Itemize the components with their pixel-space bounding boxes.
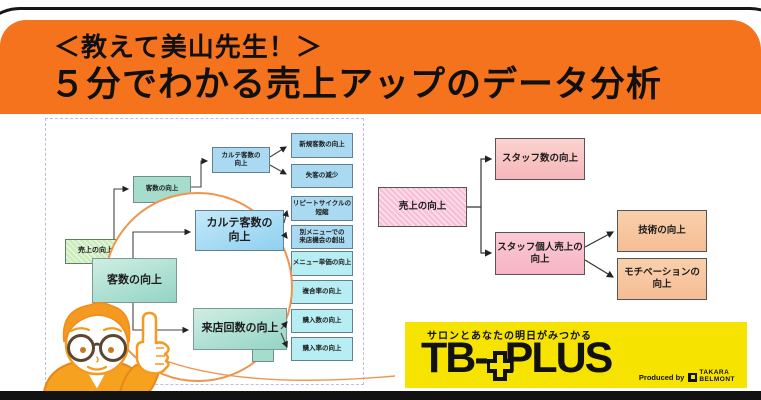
leaf-new-customers: 新規客数の向上 [291, 133, 353, 158]
node-karte-zoom: カルテ客数の 向上 [195, 210, 284, 251]
node-sales-root-right: 売上の向上 [378, 187, 467, 227]
leaf-menu-price: メニュー単価の向上 [291, 251, 353, 276]
logo-brand-left: TB- [421, 334, 489, 382]
logo-brand-right: PLUS [504, 334, 614, 382]
node-staff-count: スタッフ数の向上 [495, 138, 585, 180]
teacher-character-illustration [42, 302, 396, 393]
card-border [0, 7, 761, 400]
node-karte-small: カルテ客数の 向上 [212, 147, 270, 173]
logo-tagline: サロンとあなたの明日がみつかる [427, 331, 592, 342]
leaf-purchase-count: 購入数の向上 [291, 309, 353, 333]
takara-belmont-logo: TAKARA BELMONT [688, 369, 735, 384]
node-motivation: モチベーションの 向上 [617, 258, 707, 300]
produced-by-label: Produced by [638, 372, 685, 382]
maker-line2: BELMONT [699, 376, 735, 384]
logo-brand: TB- PLUS [421, 334, 614, 383]
teacher-character [40, 298, 400, 397]
node-staff-individual-sales: スタッフ個人売上の 向上 [495, 232, 585, 275]
leaf-purchase-rate: 購入率の向上 [291, 337, 353, 361]
diagram-canvas [45, 118, 364, 385]
header-title: ５分でわかる売上アップのデータ分析 [50, 65, 663, 104]
leaf-repeat-cycle: リピートサイクルの 短縮 [291, 196, 353, 221]
node-customers-zoom: 客数の向上 [92, 258, 177, 303]
bottom-black-bar [0, 391, 761, 400]
leaf-lost-customers: 失客の減少 [291, 164, 353, 188]
header-banner: ＜教えて美山先生！＞ ５分でわかる売上アップのデータ分析 [0, 20, 761, 114]
producer-credit: Produced by TAKARA BELMONT [638, 369, 735, 384]
takara-belmont-icon [688, 372, 698, 382]
leaf-combo-rate: 複合率の向上 [291, 280, 353, 304]
tbplus-logo: サロンとあなたの明日がみつかる TB- PLUS Produced by TAK… [405, 322, 747, 388]
node-visits-zoom: 来店回数の向上 [193, 308, 287, 350]
plus-icon [485, 345, 514, 381]
maker-line1: TAKARA [699, 369, 730, 377]
header-kicker: ＜教えて美山先生！＞ [54, 32, 323, 62]
leaf-other-menu: 別メニューでの 来店機会の創出 [291, 225, 353, 249]
node-skill: 技術の向上 [617, 210, 707, 252]
